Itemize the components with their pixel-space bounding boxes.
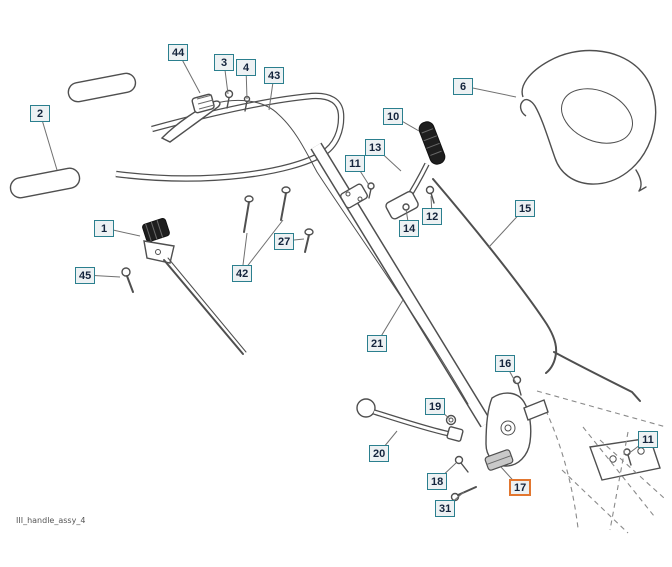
part-callout-14[interactable]: 14 (399, 220, 420, 237)
part-callout-43[interactable]: 43 (264, 67, 285, 84)
part-callout-27[interactable]: 27 (274, 233, 295, 250)
brake-lever (160, 93, 221, 143)
part-callout-15[interactable]: 15 (515, 200, 536, 217)
handlebar-tube (115, 92, 345, 182)
lower-right-bracket (589, 437, 661, 481)
main-tube (310, 142, 492, 428)
part-callout-10[interactable]: 10 (383, 108, 404, 125)
screw-item-11a (367, 182, 375, 199)
shield-part (519, 49, 657, 192)
part-callout-3[interactable]: 3 (214, 54, 234, 71)
part-callout-17[interactable]: 17 (509, 479, 532, 496)
throttle-lever-arm (385, 162, 430, 220)
part-callout-1[interactable]: 1 (94, 220, 114, 237)
bolt-item-18 (454, 455, 469, 473)
part-callout-19[interactable]: 19 (425, 398, 446, 415)
part-callout-2[interactable]: 2 (30, 105, 50, 122)
part-callout-4[interactable]: 4 (236, 59, 256, 76)
clutch-handle-assembly (142, 218, 247, 355)
part-callout-13[interactable]: 13 (365, 139, 386, 156)
bolts-item-42 (243, 186, 291, 233)
part-callout-45[interactable]: 45 (75, 267, 96, 284)
part-callout-11a[interactable]: 11 (345, 155, 365, 172)
drawing-caption: III_handle_assy_4 (16, 516, 86, 525)
part-callout-20[interactable]: 20 (369, 445, 390, 462)
part-callout-12[interactable]: 12 (422, 208, 443, 225)
tube-clamp (340, 183, 368, 209)
throttle-grip (418, 121, 446, 165)
part-callout-6[interactable]: 6 (453, 78, 473, 95)
throttle-cable (211, 99, 469, 405)
bolt-item-3 (224, 89, 234, 109)
spacer-item-17 (484, 449, 514, 471)
part-callout-31[interactable]: 31 (435, 500, 456, 517)
grip-part-upper (67, 72, 137, 103)
bolt-item-16 (512, 375, 522, 396)
leader-line-42 (241, 219, 284, 274)
part-callout-42[interactable]: 42 (232, 265, 253, 282)
chassis-phantom-lines (536, 390, 667, 534)
grip-part-lower (9, 167, 81, 199)
pivot-housing (485, 392, 549, 467)
screw-item-45 (121, 267, 134, 293)
diagram-line-art (9, 49, 667, 534)
part-callout-21[interactable]: 21 (367, 335, 388, 352)
leader-line-2 (39, 112, 58, 171)
screw-item-31 (450, 486, 477, 502)
part-callout-18[interactable]: 18 (427, 473, 448, 490)
throttle-rod (432, 178, 641, 402)
part-callout-44[interactable]: 44 (168, 44, 189, 61)
part-callout-16[interactable]: 16 (495, 355, 516, 372)
depth-lever (356, 398, 464, 442)
bolt-item-12 (425, 185, 435, 204)
part-callout-11b[interactable]: 11 (638, 431, 658, 448)
bolt-item-27 (304, 228, 314, 253)
